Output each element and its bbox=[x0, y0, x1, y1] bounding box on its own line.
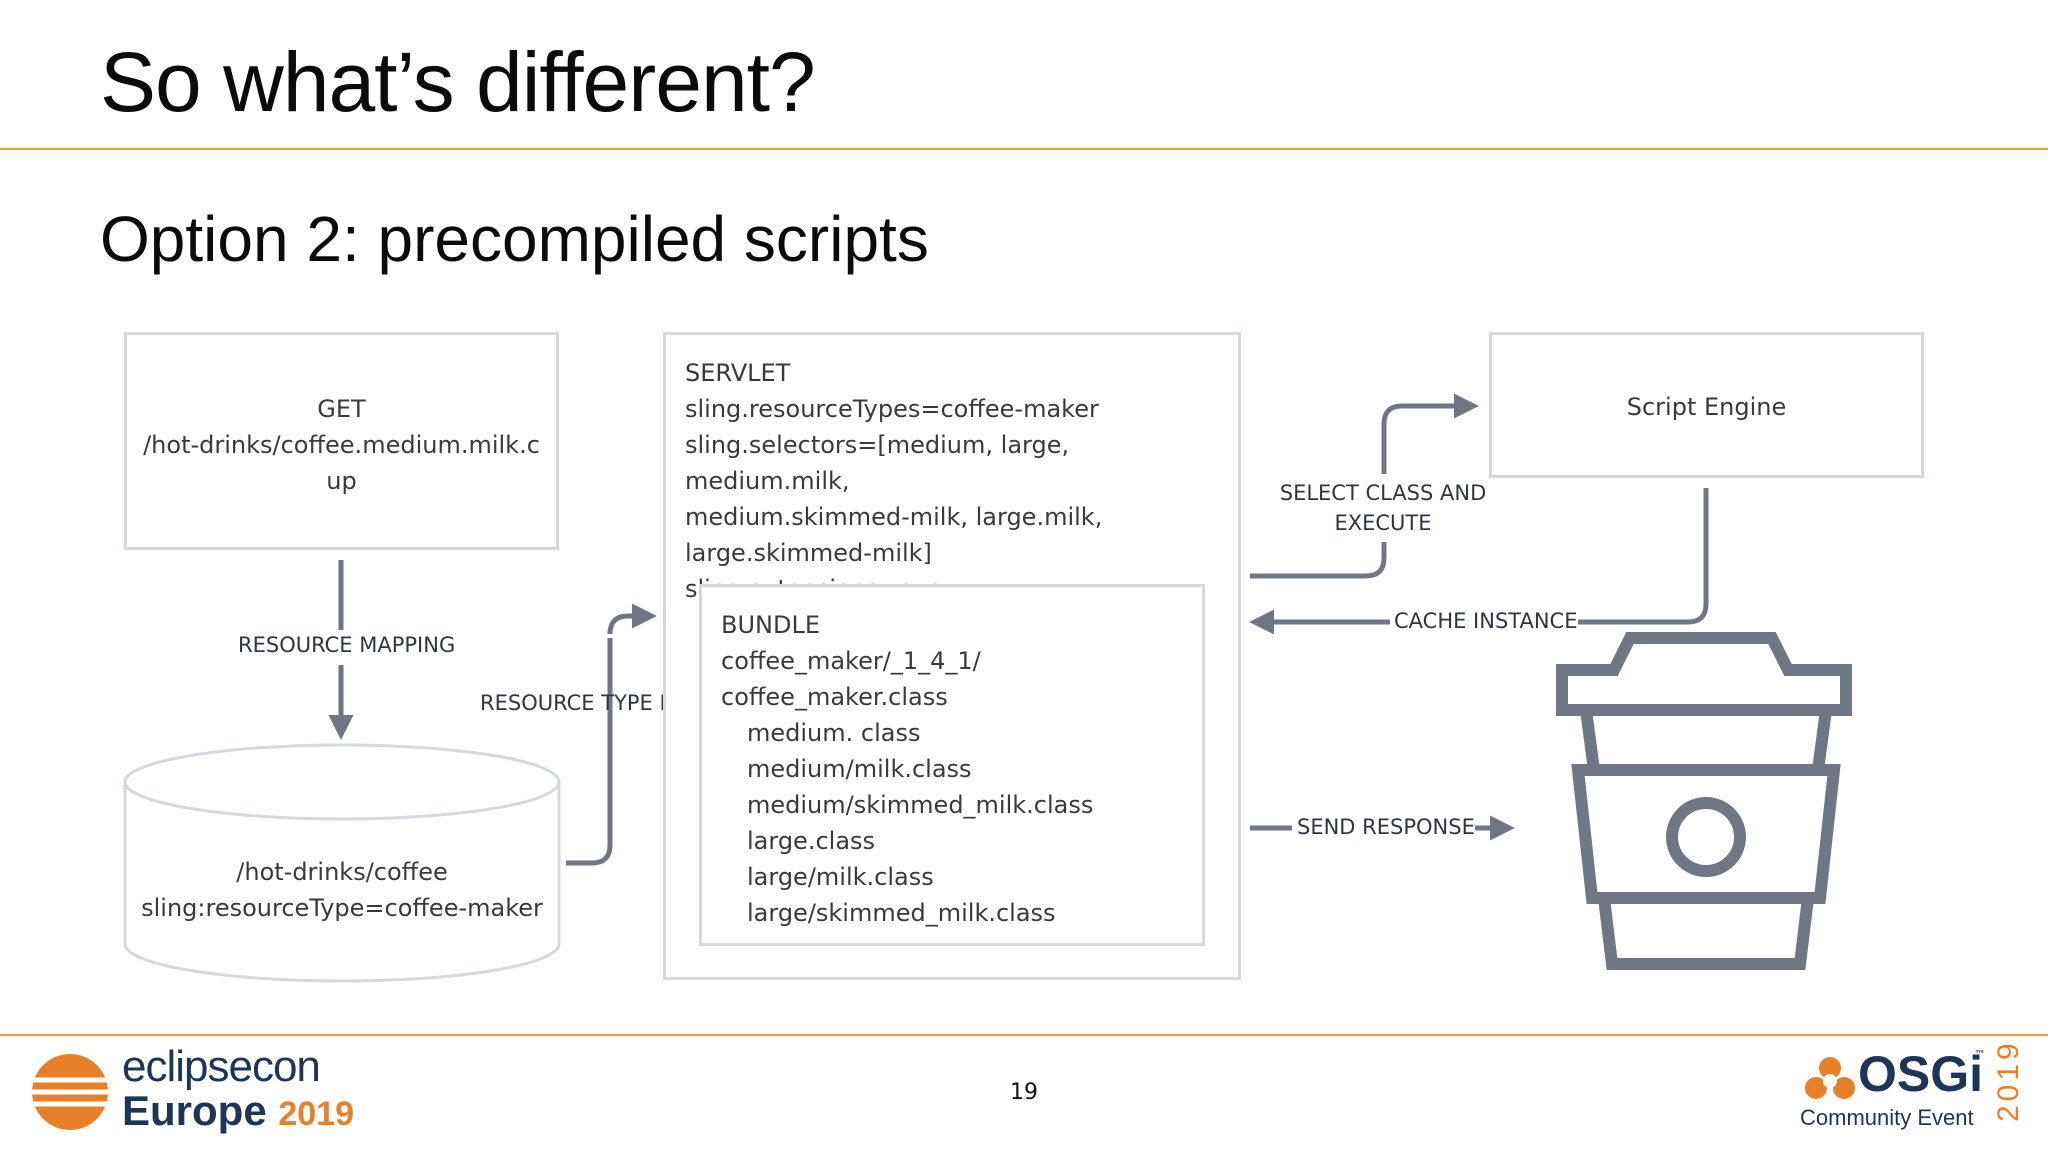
eclipsecon-logo-mark bbox=[32, 1054, 114, 1130]
page-number: 19 bbox=[1010, 1080, 1038, 1105]
bundle-class-item: medium. class bbox=[747, 719, 921, 747]
bundle-box: BUNDLE coffee_maker/_1_4_1/ coffee_maker… bbox=[699, 584, 1205, 946]
resource-type-mapping-line-low bbox=[566, 638, 613, 866]
bundle-class-item: medium/milk.class bbox=[747, 755, 972, 783]
cache-instance-line bbox=[1570, 488, 1709, 625]
servlet-selectors-line2: medium.skimmed-milk, large.milk, bbox=[685, 503, 1103, 531]
select-class-label-line2: EXECUTE bbox=[1334, 511, 1432, 535]
osgi-logo-mark bbox=[1805, 1057, 1855, 1099]
bundle-main-class: coffee_maker.class bbox=[721, 683, 948, 711]
coffee-cup-icon bbox=[1556, 632, 1852, 970]
servlet-selectors-line3: large.skimmed-milk] bbox=[685, 539, 932, 567]
osgi-tagline: Community Event bbox=[1800, 1105, 1974, 1130]
eclipsecon-europe: Europe 2019 bbox=[122, 1088, 354, 1137]
resource-store-text: /hot-drinks/coffee sling:resourceType=co… bbox=[124, 854, 560, 926]
resource-type-mapping-arrow bbox=[607, 603, 657, 635]
footer-divider bbox=[0, 1034, 2048, 1036]
bundle-package: coffee_maker/_1_4_1/ bbox=[721, 647, 981, 675]
bundle-class-item: large/skimmed_milk.class bbox=[747, 899, 1056, 927]
request-method: GET bbox=[317, 395, 366, 423]
select-class-label-line1: SELECT CLASS AND bbox=[1279, 481, 1487, 505]
servlet-resource-types: sling.resourceTypes=coffee-maker bbox=[685, 395, 1099, 423]
osgi-wordmark: OSGi bbox=[1858, 1046, 1984, 1102]
resource-store-cylinder bbox=[123, 743, 561, 983]
servlet-text: SERVLET sling.resourceTypes=coffee-maker… bbox=[685, 355, 1238, 607]
select-class-arrow bbox=[1381, 393, 1479, 474]
request-path-line2: up bbox=[326, 467, 357, 495]
resource-store-type: sling:resourceType=coffee-maker bbox=[141, 894, 543, 922]
request-box: GET /hot-drinks/coffee.medium.milk.c up bbox=[124, 332, 559, 550]
osgi-year: 2019 bbox=[1992, 1039, 2025, 1122]
slide-subtitle: Option 2: precompiled scripts bbox=[100, 203, 929, 275]
servlet-selectors-line1: sling.selectors=[medium, large, medium.m… bbox=[685, 431, 1070, 495]
bundle-text: BUNDLE coffee_maker/_1_4_1/ coffee_maker… bbox=[721, 607, 1093, 931]
bundle-heading: BUNDLE bbox=[721, 611, 820, 639]
eclipsecon-wordmark: eclipsecon bbox=[122, 1042, 321, 1091]
send-response-label: SEND RESPONSE bbox=[1297, 815, 1475, 839]
bundle-class-item: large/milk.class bbox=[747, 863, 934, 891]
script-engine-box: Script Engine bbox=[1489, 332, 1924, 478]
resource-mapping-label: RESOURCE MAPPING bbox=[238, 633, 456, 657]
cache-instance-label: CACHE INSTANCE bbox=[1394, 609, 1578, 633]
bundle-class-item: medium/skimmed_milk.class bbox=[747, 791, 1094, 819]
osgi-trademark: ™ bbox=[1974, 1048, 1986, 1062]
eclipsecon-year: 2019 bbox=[278, 1095, 354, 1133]
select-class-label: SELECT CLASS AND EXECUTE bbox=[1270, 478, 1496, 538]
resource-store-path: /hot-drinks/coffee bbox=[236, 858, 448, 886]
title-divider bbox=[0, 148, 2048, 150]
servlet-heading: SERVLET bbox=[685, 359, 791, 387]
script-engine-label: Script Engine bbox=[1626, 393, 1787, 421]
bundle-class-item: large.class bbox=[747, 827, 876, 855]
slide-title: So what’s different? bbox=[100, 35, 816, 129]
request-path-line1: /hot-drinks/coffee.medium.milk.c bbox=[143, 431, 540, 459]
select-class-line-low bbox=[1250, 542, 1387, 579]
eclipsecon-europe-word: Europe bbox=[122, 1087, 267, 1134]
